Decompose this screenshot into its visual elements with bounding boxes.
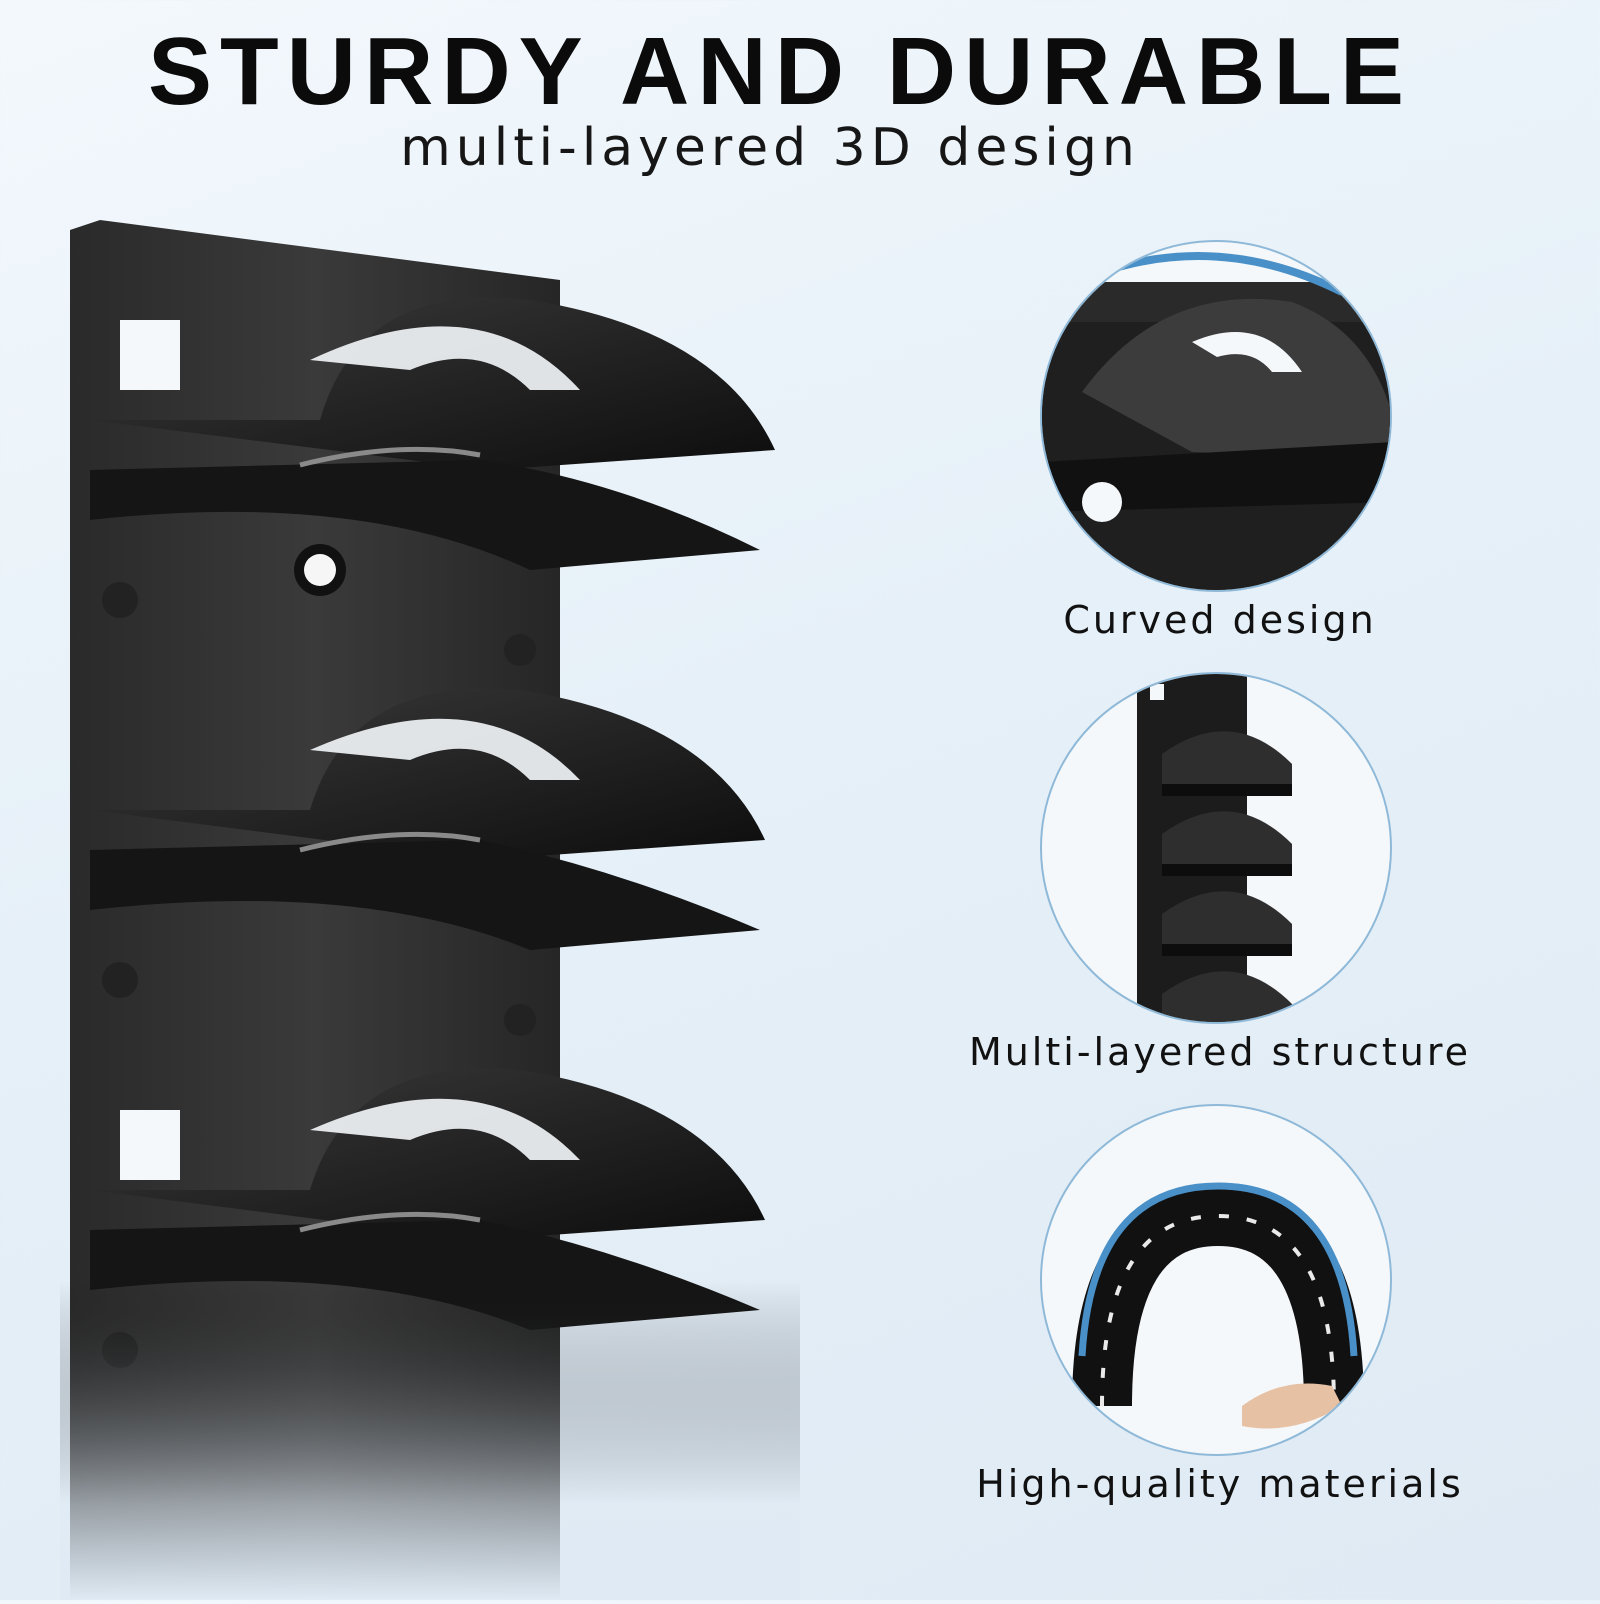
shelf-2 <box>90 688 765 950</box>
headline: STURDY AND DURABLE <box>147 18 1413 125</box>
feature-multi-layered <box>1040 672 1400 1024</box>
square-cutout-bottom <box>120 1110 180 1180</box>
flexible-arc-rack-icon <box>1040 1104 1392 1456</box>
feature-label-high-quality: High-quality materials <box>976 1462 1464 1506</box>
feature-curved-design <box>1040 240 1400 592</box>
product-rack-image <box>60 220 800 1600</box>
tall-rack-preview-icon <box>1040 672 1392 1024</box>
screw-hole <box>304 554 336 586</box>
square-cutout-top <box>120 320 180 390</box>
feature-high-quality <box>1040 1104 1400 1456</box>
shelf-1 <box>90 297 775 570</box>
curved-shelf-closeup-icon <box>1040 240 1392 592</box>
feature-label-multi-layered: Multi-layered structure <box>968 1030 1472 1074</box>
rack-illustration <box>60 220 800 1600</box>
subheadline: multi-layered 3D design <box>400 118 1140 178</box>
feature-label-curved: Curved design <box>1063 598 1377 642</box>
